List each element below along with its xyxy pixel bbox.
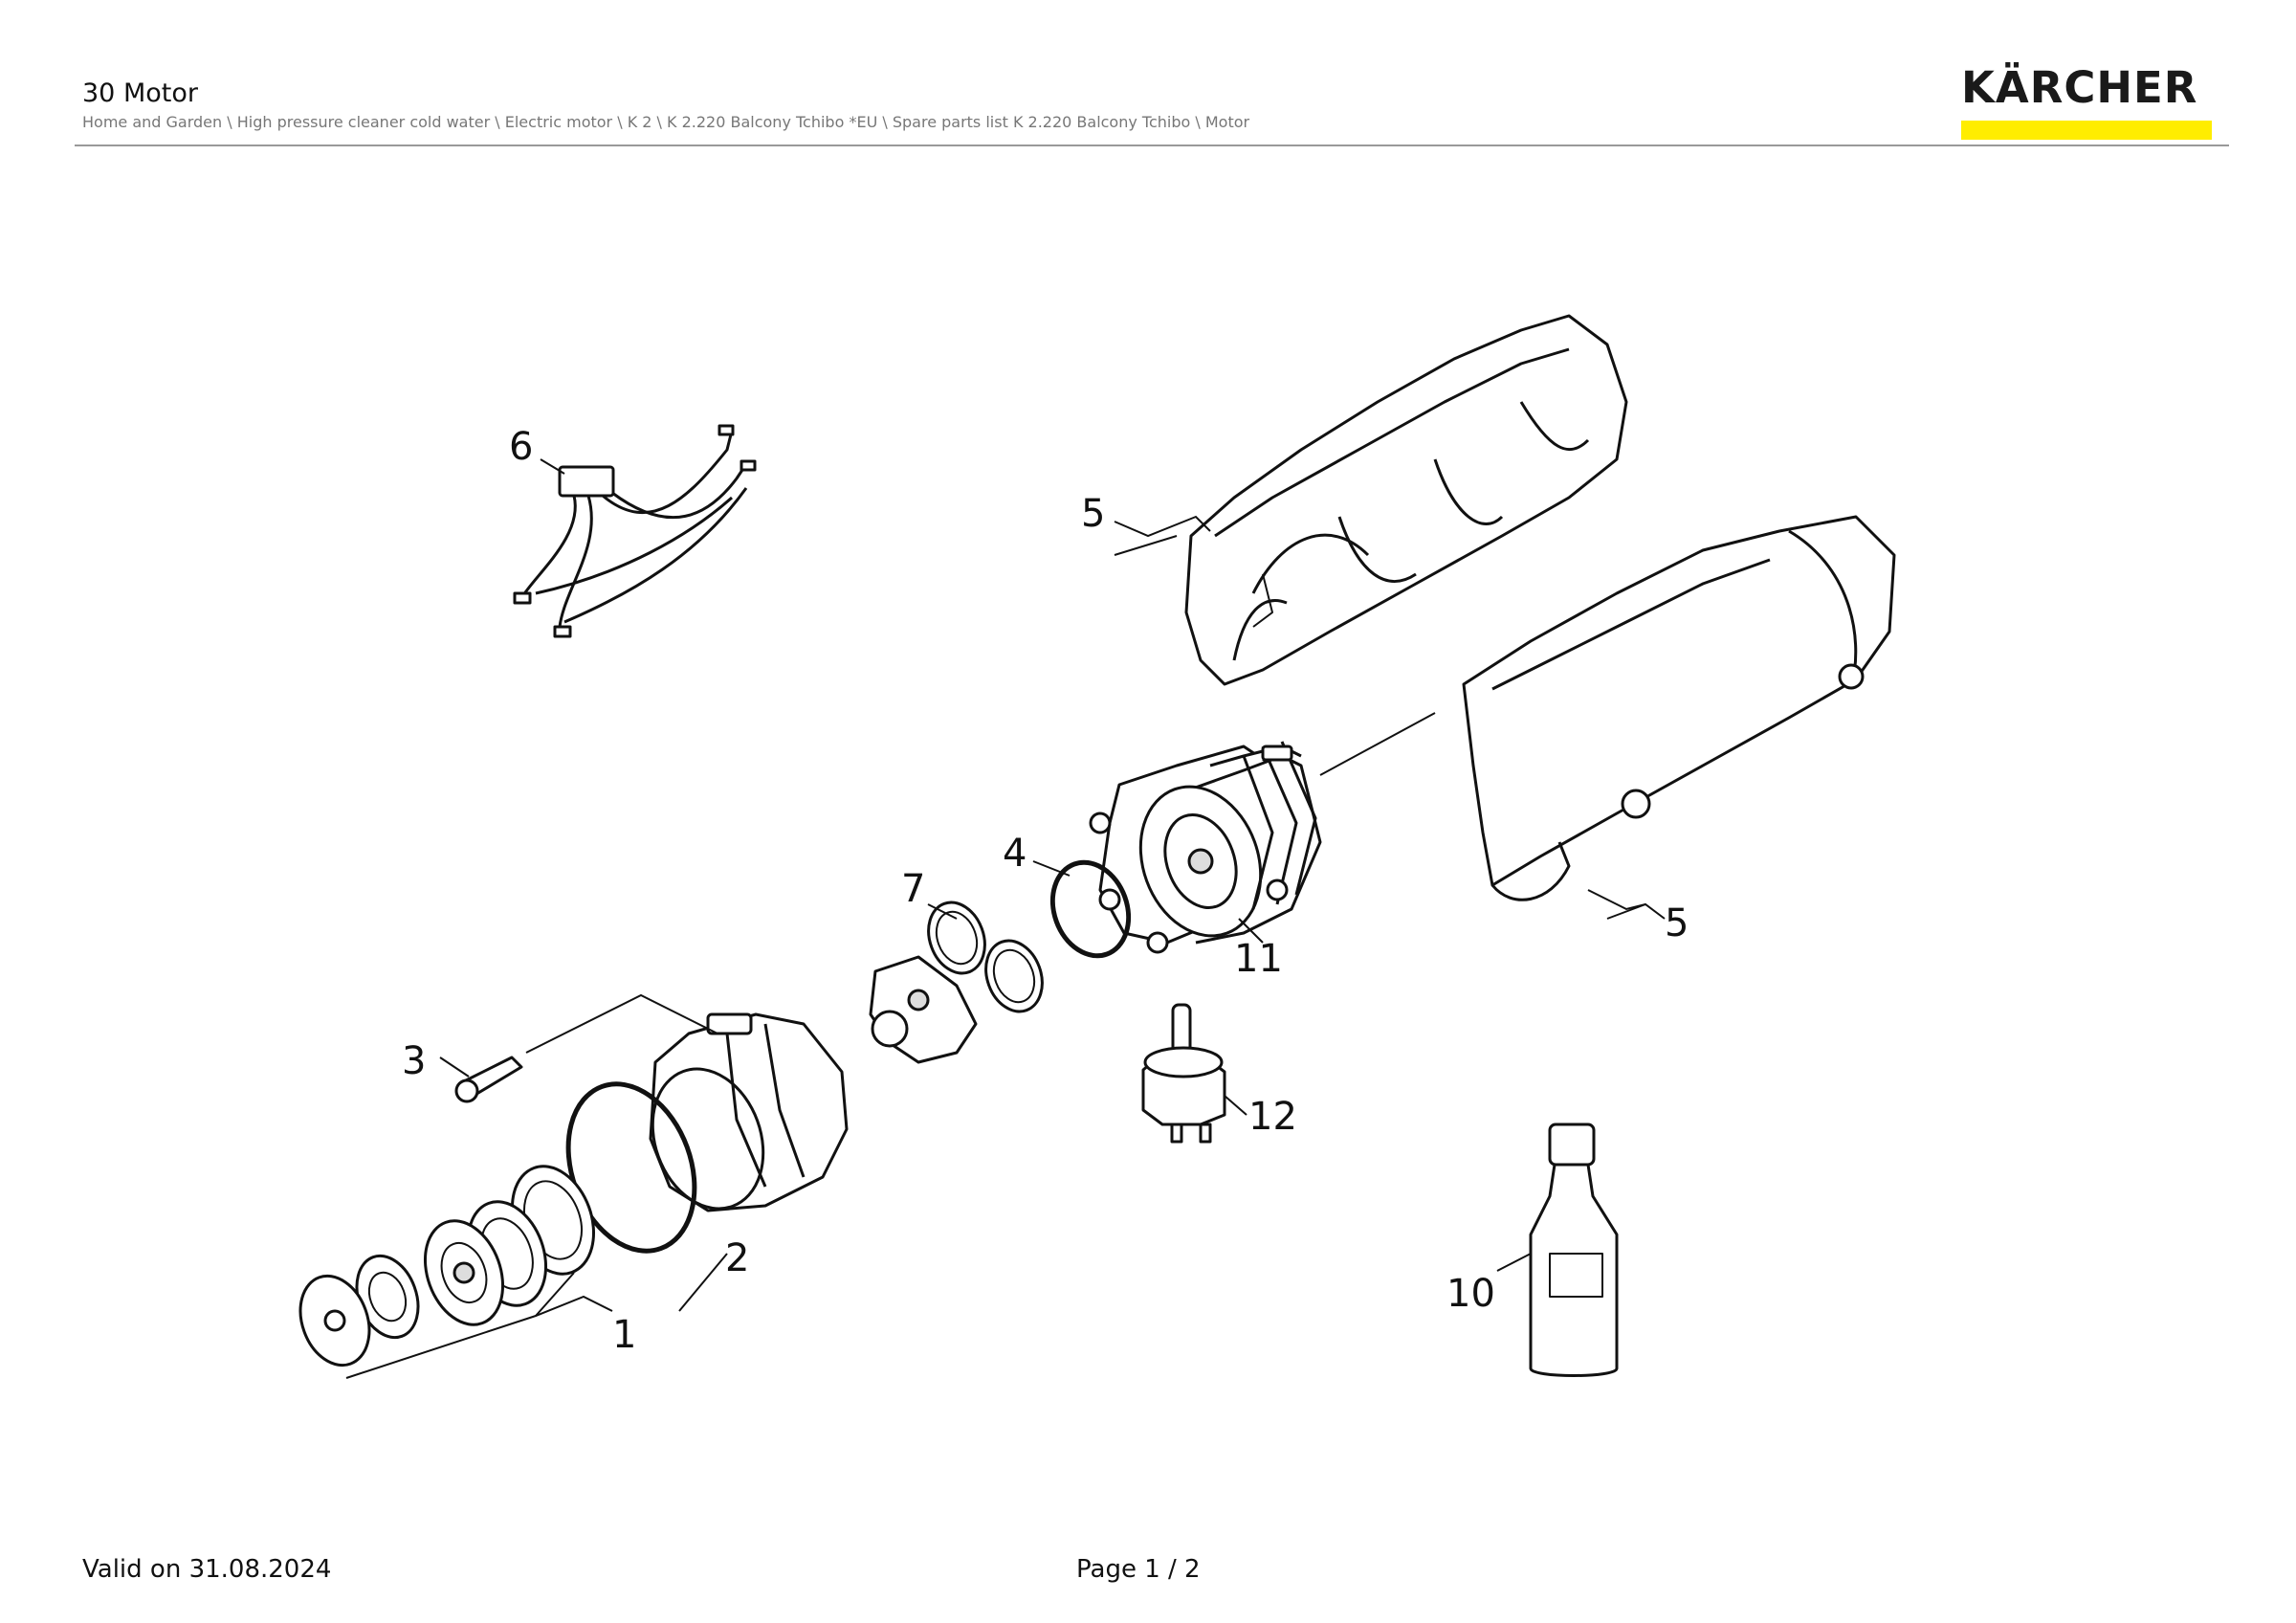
part-1-swash-plate-set [298,1165,596,1367]
callout-5-upper: 5 [1081,492,1105,536]
page-number: Page 1 / 2 [1076,1555,1201,1584]
leader-lines [345,458,1666,1379]
logo-wordmark: KÄRCHER [1961,62,2198,113]
callout-6: 6 [509,425,533,469]
callout-12: 12 [1248,1095,1297,1139]
callout-10: 10 [1446,1272,1495,1316]
part-12-switch [1141,1003,1226,1144]
part-5-lower-housing [1462,515,1896,901]
part-3-screw [454,1056,523,1103]
callout-11: 11 [1234,937,1283,981]
callout-7: 7 [901,867,925,911]
pump-head-housing [649,1012,849,1212]
header-divider [75,145,2229,146]
part-10-oil-bottle [1529,1123,1619,1377]
callout-1: 1 [612,1313,636,1357]
callout-2: 2 [725,1236,749,1280]
callout-5-lower: 5 [1665,901,1689,945]
callout-4: 4 [1003,832,1027,876]
planet-carrier [869,955,978,1064]
part-11-electric-motor [1089,741,1322,954]
part-6-capacitor-wiring [513,424,757,638]
karcher-logo: KÄRCHER [1961,65,2214,140]
page-title: 30 Motor [82,78,198,108]
valid-date: Valid on 31.08.2024 [82,1555,332,1584]
logo-yellow-bar [1961,121,2212,140]
breadcrumb: Home and Garden \ High pressure cleaner … [82,113,1250,131]
part-7-gears [927,900,1044,1013]
callout-3: 3 [402,1039,426,1083]
part-5-upper-housing [1184,314,1628,686]
part-4-o-ring [1049,859,1132,959]
